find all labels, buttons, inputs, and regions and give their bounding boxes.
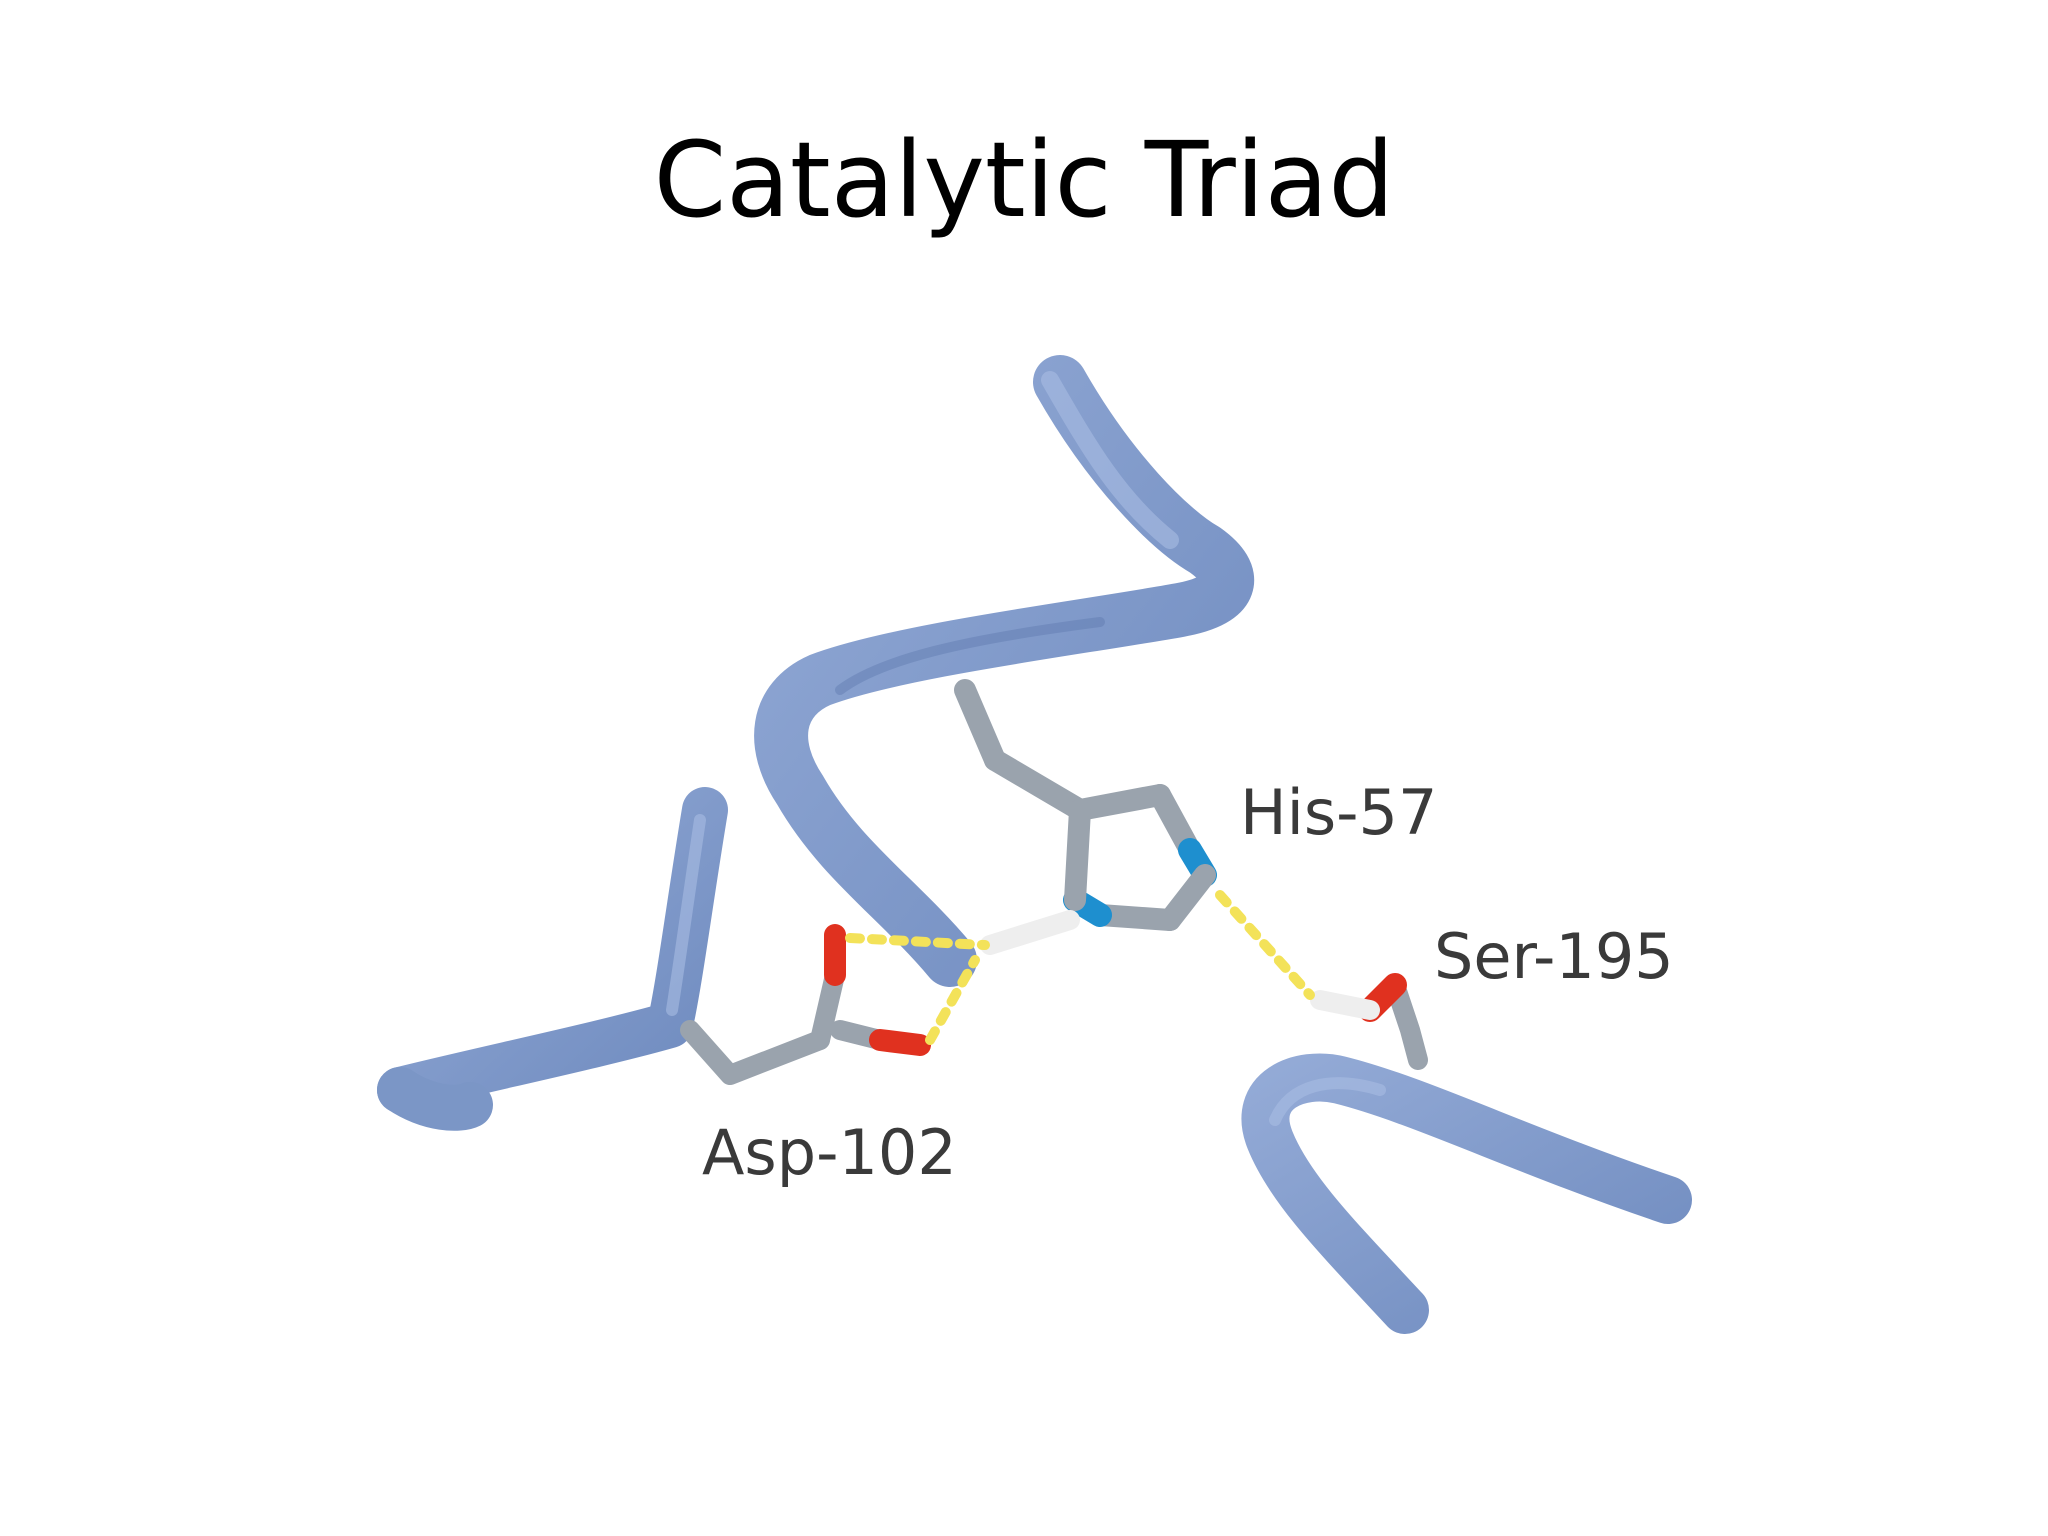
hbond-asp-his-1 [845, 933, 990, 950]
slide-title: Catalytic Triad [653, 119, 1395, 241]
hbond-his-ser [1215, 890, 1315, 1000]
right-backbone [1241, 1053, 1692, 1334]
hydrogen-bonds [845, 890, 1315, 1045]
left-backbone [377, 787, 728, 1131]
his-side-chain [954, 679, 1217, 955]
label-asp-102: Asp-102 [702, 1116, 957, 1189]
label-ser-195: Ser-195 [1434, 920, 1674, 993]
ser-side-chain [1310, 973, 1428, 1070]
asp-side-chain [680, 924, 931, 1085]
helix-backbone [754, 355, 1254, 987]
hbond-asp-his-2 [925, 955, 980, 1045]
label-his-57: His-57 [1240, 776, 1438, 849]
